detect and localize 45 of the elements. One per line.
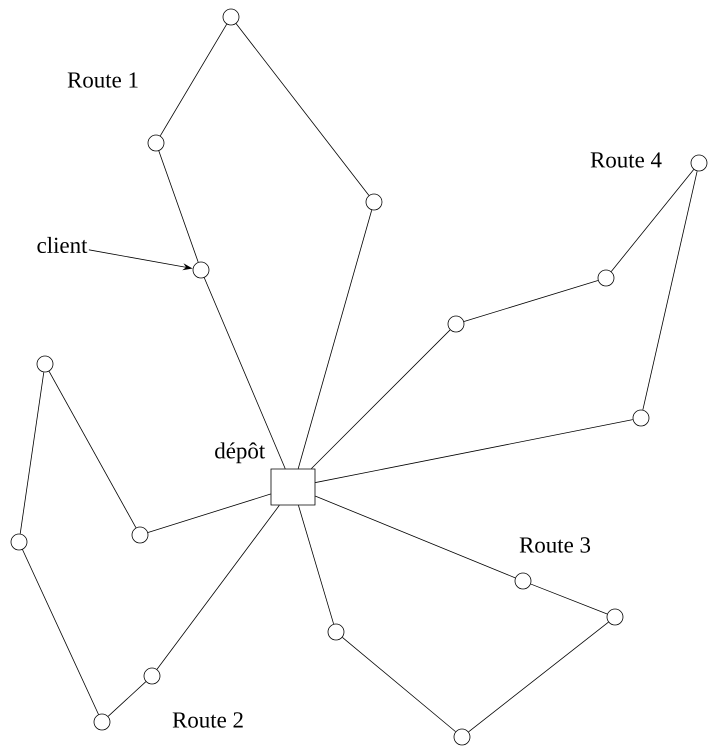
route-line bbox=[158, 150, 199, 262]
node-caption: dépôt bbox=[215, 442, 266, 464]
route-line bbox=[108, 681, 146, 717]
route-line bbox=[148, 494, 271, 533]
client-circle bbox=[132, 526, 148, 544]
node-label: client bbox=[37, 236, 88, 254]
depot-box bbox=[270, 468, 316, 506]
client-circle bbox=[328, 624, 344, 640]
client-circle bbox=[632, 410, 650, 426]
route-line bbox=[298, 210, 372, 469]
route-line bbox=[642, 170, 698, 410]
client-circle bbox=[366, 194, 382, 210]
route-line bbox=[156, 505, 280, 670]
route-label: Route 4 bbox=[590, 152, 662, 168]
client-circle bbox=[598, 270, 614, 286]
client-circle bbox=[148, 134, 164, 152]
route-line bbox=[298, 505, 334, 624]
route-line bbox=[48, 370, 136, 528]
client-circle bbox=[514, 572, 532, 590]
client-circle bbox=[448, 316, 464, 332]
route-label: Route 3 bbox=[520, 537, 590, 553]
route-line bbox=[310, 330, 450, 469]
route-line bbox=[236, 23, 370, 196]
route-line bbox=[464, 280, 598, 322]
client-circle bbox=[454, 728, 470, 746]
route-label: Route 2 bbox=[172, 712, 243, 728]
client-circle bbox=[192, 262, 210, 278]
route-line bbox=[20, 372, 44, 534]
route-line bbox=[160, 24, 228, 136]
route-line bbox=[610, 169, 694, 272]
route-line bbox=[342, 636, 456, 732]
client-circle bbox=[36, 356, 54, 372]
client-circle bbox=[144, 668, 160, 684]
client-circle bbox=[690, 154, 708, 172]
route-line bbox=[204, 277, 286, 469]
route-line bbox=[315, 496, 516, 578]
route-line bbox=[530, 584, 608, 614]
client-circle bbox=[94, 714, 110, 730]
route-line bbox=[315, 419, 634, 483]
client-circle bbox=[606, 608, 624, 626]
client-circle bbox=[10, 534, 28, 550]
route-line bbox=[22, 549, 99, 715]
route-label: Route 1 bbox=[68, 72, 138, 88]
client-circle bbox=[222, 8, 240, 26]
route-line bbox=[468, 622, 609, 732]
